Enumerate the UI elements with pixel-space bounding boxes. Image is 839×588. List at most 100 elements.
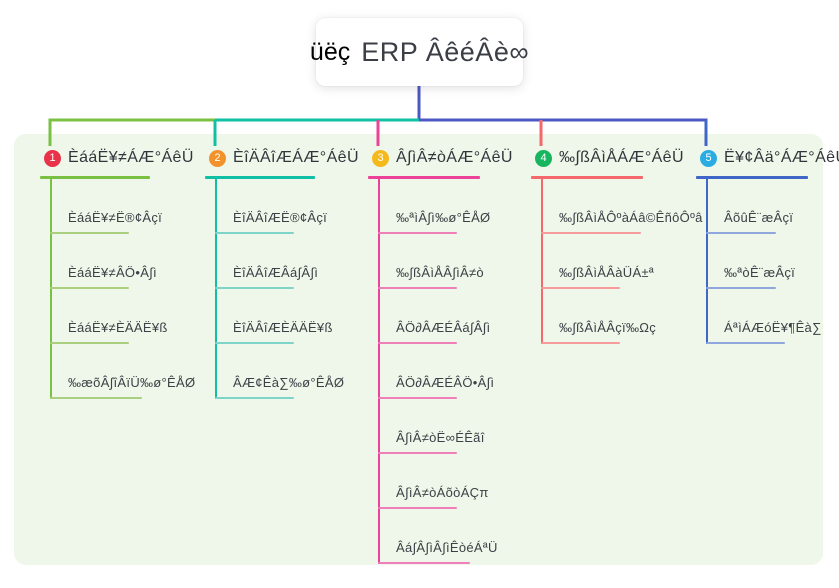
branch-title-1: ÈááË¥≠ÁÆ°ÁêÜ xyxy=(68,149,194,166)
leaf-node[interactable]: ‰ªòÊ¨æÂçï xyxy=(696,234,836,289)
leaf-node[interactable]: Â∫ìÂ≠òÁõòÁÇπ xyxy=(368,454,523,509)
branch-spine-3 xyxy=(378,179,380,564)
branch-badge-2: 2 xyxy=(209,149,226,167)
leaf-node-label: ÈîÄÂîÆÂá∫Â∫ì xyxy=(233,265,319,280)
leaf-node-rule xyxy=(706,232,776,234)
leaf-node-rule xyxy=(378,397,457,399)
leaf-node-rule xyxy=(378,287,457,289)
leaf-node-label: Âá∫Â∫ìÂ∫ìÊòéÁªÜ xyxy=(396,540,498,555)
leaf-node-label: ÈááË¥≠ÈÄÄË¥ß xyxy=(68,320,168,335)
leaf-node[interactable]: ÂÆ¢Êà∑‰ø°ÊÅØ xyxy=(205,344,355,399)
leaf-node[interactable]: ‰æõÂ∫îÂïÜ‰ø°ÊÅØ xyxy=(40,344,195,399)
leaf-node[interactable]: ÈîÄÂîÆÂá∫Â∫ì xyxy=(205,234,355,289)
leaf-node-label: ÈááË¥≠ÂÖ•Â∫ì xyxy=(68,265,157,280)
leaf-node-label: ÁªìÁÆóË¥¶Êà∑ xyxy=(724,320,822,335)
branch-title-5: Ë¥¢Âä°ÁÆ°ÁêÜ xyxy=(724,149,839,166)
leaf-node-rule xyxy=(706,342,785,344)
branch-header-rule-2 xyxy=(205,176,315,179)
leaf-node[interactable]: ÂõûÊ¨æÂçï xyxy=(696,179,836,234)
leaf-node[interactable]: ÈîÄÂîÆÈÄÄË¥ß xyxy=(205,289,355,344)
leaf-node[interactable]: ‰ªìÂ∫ì‰ø°ÊÅØ xyxy=(368,179,523,234)
leaf-node-rule xyxy=(50,287,129,289)
branch-badge-3: 3 xyxy=(372,149,389,167)
leaf-node-label: ÈîÄÂîÆÈÄÄË¥ß xyxy=(233,320,333,335)
branch-title-4: ‰∫ßÂìÅÁÆ°ÁêÜ xyxy=(559,149,684,166)
leaf-node-label: ‰ªìÂ∫ì‰ø°ÊÅØ xyxy=(396,210,491,225)
leaf-node[interactable]: ‰∫ßÂìÅÔºàÁâ©ÊñôÔºâ xyxy=(531,179,702,234)
root-node-title: ERP ÂêéÂè∞ xyxy=(361,36,530,67)
leaf-node-rule xyxy=(378,232,457,234)
diagram-background-panel xyxy=(14,134,823,565)
leaf-node-label: ÂõûÊ¨æÂçï xyxy=(724,210,794,225)
branch-header-3[interactable]: 3 Â∫ìÂ≠òÁÆ°ÁêÜ xyxy=(368,146,523,170)
branch-badge-1: 1 xyxy=(44,149,61,167)
leaf-node-label: ÂÖ∂ÂÆÉÂÖ•Â∫ì xyxy=(396,375,495,390)
leaf-node-rule xyxy=(50,397,142,399)
leaf-node-rule xyxy=(215,397,294,399)
leaf-node-rule xyxy=(378,452,457,454)
branch-header-5[interactable]: 5 Ë¥¢Âä°ÁÆ°ÁêÜ xyxy=(696,146,839,170)
leaf-node[interactable]: ÈááË¥≠Ë®¢Âçï xyxy=(40,179,190,234)
leaf-node[interactable]: ÈááË¥≠ÂÖ•Â∫ì xyxy=(40,234,190,289)
leaf-node-label: ÈîÄÂîÆË®¢Âçï xyxy=(233,210,328,225)
branch-items-4: ‰∫ßÂìÅÔºàÁâ©ÊñôÔºâ ‰∫ßÂìÅÂàÜÁ±ª ‰∫ßÂìÅÂçï‰… xyxy=(531,179,702,344)
leaf-node-label: ‰æõÂ∫îÂïÜ‰ø°ÊÅØ xyxy=(68,375,196,390)
leaf-node[interactable]: ÂÖ∂ÂÆÉÂá∫Â∫ì xyxy=(368,289,523,344)
branch-spine-2 xyxy=(215,179,217,399)
leaf-node-label: ÂÆ¢Êà∑‰ø°ÊÅØ xyxy=(233,375,345,390)
leaf-node[interactable]: ÁªìÁÆóË¥¶Êà∑ xyxy=(696,289,836,344)
leaf-node-rule xyxy=(215,232,294,234)
leaf-node-rule xyxy=(50,232,129,234)
leaf-node-label: ÂÖ∂ÂÆÉÂá∫Â∫ì xyxy=(396,320,491,335)
branch-spine-4 xyxy=(541,179,543,344)
leaf-node[interactable]: ÂÖ∂ÂÆÉÂÖ•Â∫ì xyxy=(368,344,523,399)
leaf-node-rule xyxy=(378,562,470,564)
thumbs-up-icon: üëç xyxy=(309,37,351,66)
root-node-card[interactable]: üëç ERP ÂêéÂè∞ xyxy=(310,18,529,86)
leaf-node-label: ÈááË¥≠Ë®¢Âçï xyxy=(68,210,163,225)
branch-header-rule-3 xyxy=(368,176,480,179)
root-node-content: üëç ERP ÂêéÂè∞ xyxy=(310,37,529,68)
leaf-node[interactable]: ‰∫ßÂìÅÂàÜÁ±ª xyxy=(531,234,691,289)
leaf-node-rule xyxy=(706,287,776,289)
leaf-node-rule xyxy=(541,342,620,344)
leaf-node[interactable]: Â∫ìÂ≠òË∞ÉÊãî xyxy=(368,399,523,454)
branch-header-rule-4 xyxy=(531,176,643,179)
branch-badge-4: 4 xyxy=(535,149,552,167)
leaf-node[interactable]: ÈááË¥≠ÈÄÄË¥ß xyxy=(40,289,190,344)
leaf-node-label: ‰∫ßÂìÅÂ∫ìÂ≠ò xyxy=(396,265,484,280)
leaf-node-rule xyxy=(215,287,294,289)
leaf-node[interactable]: ÈîÄÂîÆË®¢Âçï xyxy=(205,179,355,234)
branch-header-rule-1 xyxy=(40,176,150,179)
branch-title-3: Â∫ìÂ≠òÁÆ°ÁêÜ xyxy=(396,149,513,166)
branch-spine-5 xyxy=(706,179,708,344)
leaf-node-label: Â∫ìÂ≠òË∞ÉÊãî xyxy=(396,430,485,445)
leaf-node-rule xyxy=(541,287,620,289)
leaf-node[interactable]: ‰∫ßÂìÅÂ∫ìÂ≠ò xyxy=(368,234,523,289)
leaf-node-rule xyxy=(215,342,294,344)
leaf-node[interactable]: Âá∫Â∫ìÂ∫ìÊòéÁªÜ xyxy=(368,509,523,564)
branch-header-4[interactable]: 4 ‰∫ßÂìÅÁÆ°ÁêÜ xyxy=(531,146,691,170)
branch-spine-1 xyxy=(50,179,52,399)
leaf-node-label: ‰ªòÊ¨æÂçï xyxy=(724,265,796,280)
leaf-node[interactable]: ‰∫ßÂìÅÂçï‰Ωç xyxy=(531,289,691,344)
branch-header-2[interactable]: 2 ÈîÄÂîÆÁÆ°ÁêÜ xyxy=(205,146,359,170)
leaf-node-label: Â∫ìÂ≠òÁõòÁÇπ xyxy=(396,485,489,500)
leaf-node-label: ‰∫ßÂìÅÂàÜÁ±ª xyxy=(559,265,654,280)
leaf-node-rule xyxy=(541,232,641,234)
branch-badge-5: 5 xyxy=(700,149,717,167)
branch-header-1[interactable]: 1 ÈááË¥≠ÁÆ°ÁêÜ xyxy=(40,146,193,170)
leaf-node-label: ‰∫ßÂìÅÂçï‰Ωç xyxy=(559,320,657,335)
branch-column-4: 4 ‰∫ßÂìÅÁÆ°ÁêÜ ‰∫ßÂìÅÔºàÁâ©ÊñôÔºâ ‰∫ßÂìÅÂàÜ… xyxy=(531,146,702,344)
leaf-node-rule xyxy=(378,507,457,509)
branch-title-2: ÈîÄÂîÆÁÆ°ÁêÜ xyxy=(233,149,359,166)
leaf-node-rule xyxy=(50,342,129,344)
